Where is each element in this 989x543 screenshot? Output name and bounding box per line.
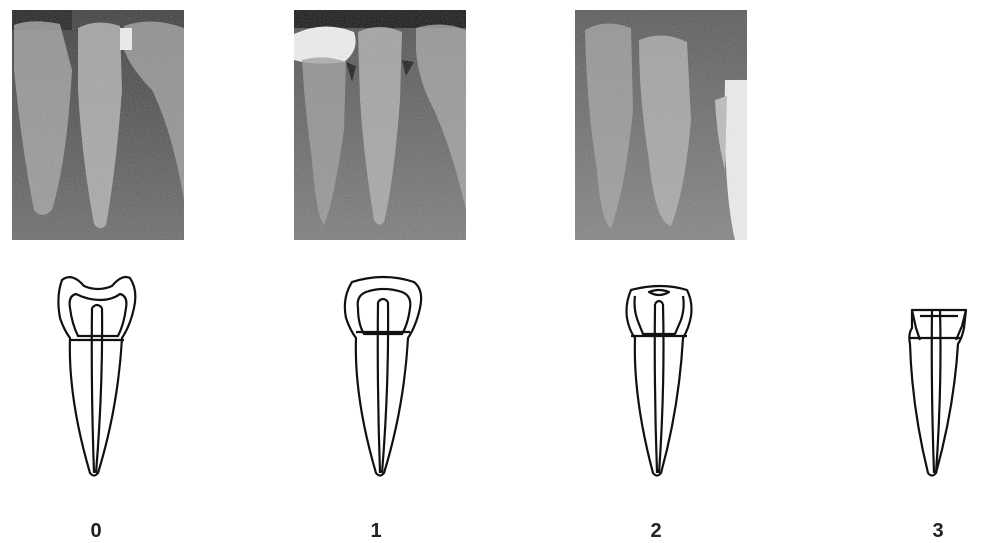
stage-1-radiograph (294, 10, 466, 240)
stage-2-tooth-diagram (613, 268, 709, 483)
stage-0-tooth-diagram (50, 268, 146, 483)
stage-3-tooth-diagram (892, 268, 988, 483)
stage-1-panel: 1 (282, 0, 482, 540)
stage-2-radiograph (575, 10, 747, 240)
stage-0-radiograph (12, 10, 184, 240)
stage-0-panel: 0 (0, 0, 200, 540)
stage-3-panel: 3 (840, 0, 989, 540)
stage-1-tooth-diagram (336, 268, 432, 483)
stage-2-panel: 2 (563, 0, 763, 540)
